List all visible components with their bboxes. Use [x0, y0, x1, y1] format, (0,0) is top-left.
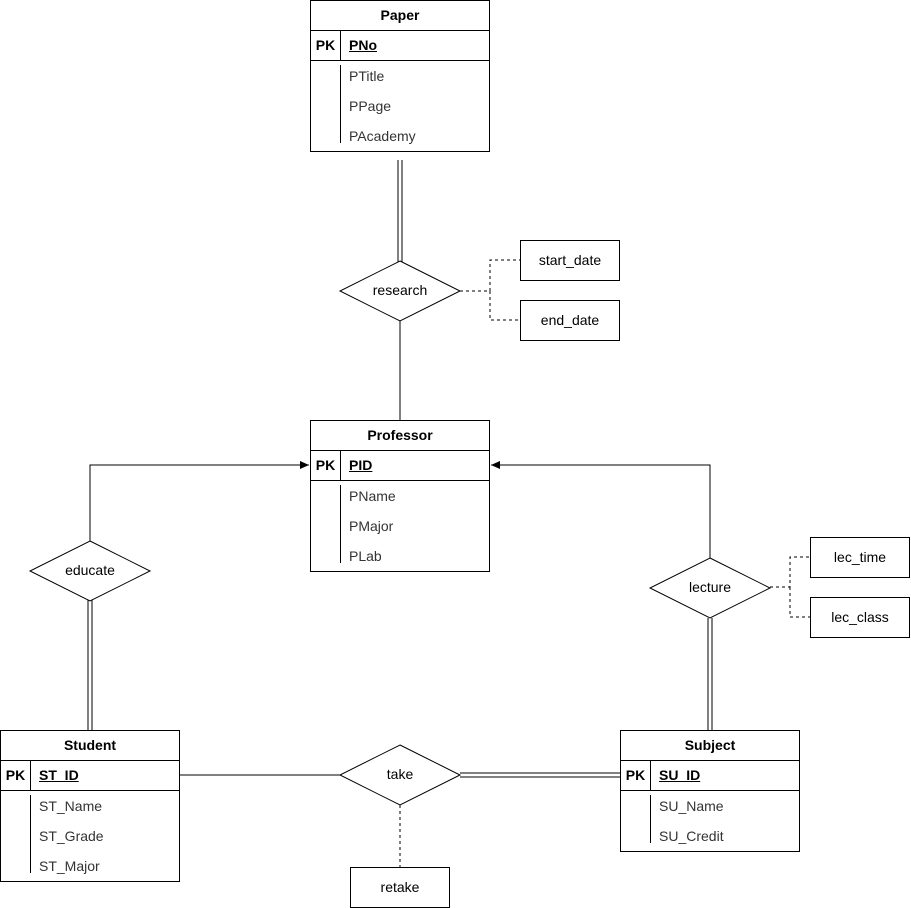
entity-paper-attributes: PTitle PPage PAcademy [311, 61, 489, 151]
attribute: PName [349, 488, 396, 504]
entity-subject-attributes: SU_Name SU_Credit [621, 791, 799, 851]
attribute: PMajor [349, 518, 394, 534]
attribute: SU_Name [659, 798, 724, 814]
entity-student-attributes: ST_Name ST_Grade ST_Major [1, 791, 179, 881]
entity-professor-title: Professor [311, 421, 489, 451]
connector-educate-student [87, 600, 93, 730]
attribute: PTitle [349, 68, 385, 84]
pk-label: PK [311, 31, 341, 60]
relationship-lecture-label: lecture [688, 579, 732, 595]
attribute-end-date: end_date [520, 300, 620, 341]
entity-professor-attributes: PName PMajor PLab [311, 481, 489, 571]
relationship-take-label: take [386, 766, 414, 782]
pk-label: PK [311, 451, 341, 480]
attribute: PAcademy [349, 128, 416, 144]
entity-student-pk-row: PK ST_ID [1, 761, 179, 791]
entity-paper-pk-row: PK PNo [311, 31, 489, 61]
relationship-educate-diamond [28, 540, 152, 602]
relationship-educate-label: educate [65, 562, 115, 578]
entity-subject-title: Subject [621, 731, 799, 761]
connector-lecture-attributes [770, 556, 810, 618]
entity-subject: Subject PK SU_ID SU_Name SU_Credit [620, 730, 800, 852]
connector-lecture-subject [707, 618, 713, 730]
primary-key: PID [349, 457, 373, 473]
relationship-take-diamond [338, 744, 462, 806]
attribute-retake: retake [350, 867, 450, 908]
attribute-lec-time: lec_time [810, 537, 910, 578]
relationship-research-label: research [372, 282, 428, 298]
attribute: ST_Grade [39, 828, 104, 844]
connector-take-subject [460, 772, 620, 778]
primary-key: SU_ID [659, 767, 701, 783]
pk-label: PK [1, 761, 31, 790]
attribute-start-date: start_date [520, 240, 620, 281]
primary-key: ST_ID [39, 767, 79, 783]
attribute: SU_Credit [659, 828, 724, 844]
connector-educate-professor [89, 461, 309, 541]
attribute: ST_Name [39, 798, 103, 814]
connector-research-attributes [460, 259, 520, 321]
entity-professor: Professor PK PID PName PMajor PLab [310, 420, 490, 572]
attribute-lec-class: lec_class [810, 597, 910, 638]
primary-key: PNo [349, 37, 377, 53]
connector-lecture-professor [491, 461, 711, 558]
entity-professor-pk-row: PK PID [311, 451, 489, 481]
entity-paper-title: Paper [311, 1, 489, 31]
entity-paper: Paper PK PNo PTitle PPage PAcademy [310, 0, 490, 152]
attribute: PLab [349, 548, 382, 564]
attribute: ST_Major [39, 858, 100, 874]
entity-student: Student PK ST_ID ST_Name ST_Grade ST_Maj… [0, 730, 180, 882]
entity-student-title: Student [1, 731, 179, 761]
relationship-lecture-diamond [648, 557, 772, 619]
relationship-research-diamond [338, 260, 462, 322]
attribute: PPage [349, 98, 392, 114]
pk-label: PK [621, 761, 651, 790]
entity-subject-pk-row: PK SU_ID [621, 761, 799, 791]
connector-paper-research [397, 160, 403, 262]
